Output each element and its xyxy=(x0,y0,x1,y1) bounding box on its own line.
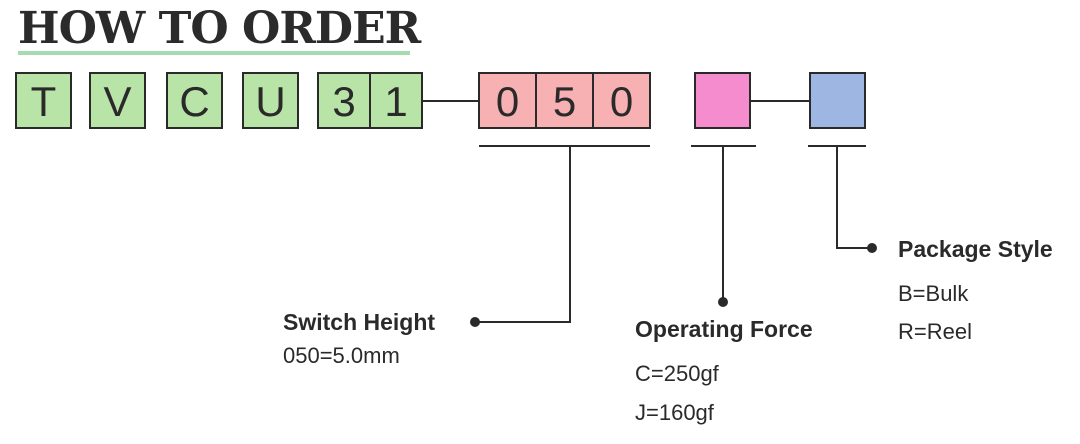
height-box-3 xyxy=(592,72,651,129)
code-box-U xyxy=(242,72,299,129)
package-style-label: Package Style xyxy=(898,236,1053,262)
height-box-1 xyxy=(478,72,537,129)
code-char-T: T xyxy=(31,78,57,125)
code-char-1: 1 xyxy=(384,78,407,125)
package-bullet xyxy=(867,243,877,253)
operating-force-option-j: J=160gf xyxy=(635,400,714,425)
title-underline xyxy=(18,51,410,55)
code-char-3: 3 xyxy=(332,78,355,125)
package-style-option-r: R=Reel xyxy=(898,319,972,344)
page-title: HOW TO ORDER xyxy=(18,3,421,54)
package-leader xyxy=(836,146,872,249)
code-box-T xyxy=(15,72,72,129)
code-box-C xyxy=(166,72,223,129)
height-box-2 xyxy=(535,72,594,129)
height-char-2: 5 xyxy=(553,78,576,125)
height-char-3: 0 xyxy=(610,78,633,125)
code-box-3 xyxy=(317,72,371,129)
switch-height-label: Switch Height xyxy=(283,309,436,335)
code-char-U: U xyxy=(255,78,285,125)
package-style-option-b: B=Bulk xyxy=(898,281,969,306)
code-char-C: C xyxy=(179,78,209,125)
code-box-V xyxy=(89,72,146,129)
code-box-1 xyxy=(369,72,423,129)
height-char-1: 0 xyxy=(496,78,519,125)
height-bullet xyxy=(470,317,480,327)
code-char-V: V xyxy=(103,78,131,125)
force-bullet xyxy=(718,297,728,307)
operating-force-label: Operating Force xyxy=(635,316,813,342)
height-leader xyxy=(475,146,571,323)
package-box xyxy=(809,72,866,129)
switch-height-option: 050=5.0mm xyxy=(283,343,400,368)
force-box xyxy=(694,72,751,129)
operating-force-option-c: C=250gf xyxy=(635,361,719,386)
